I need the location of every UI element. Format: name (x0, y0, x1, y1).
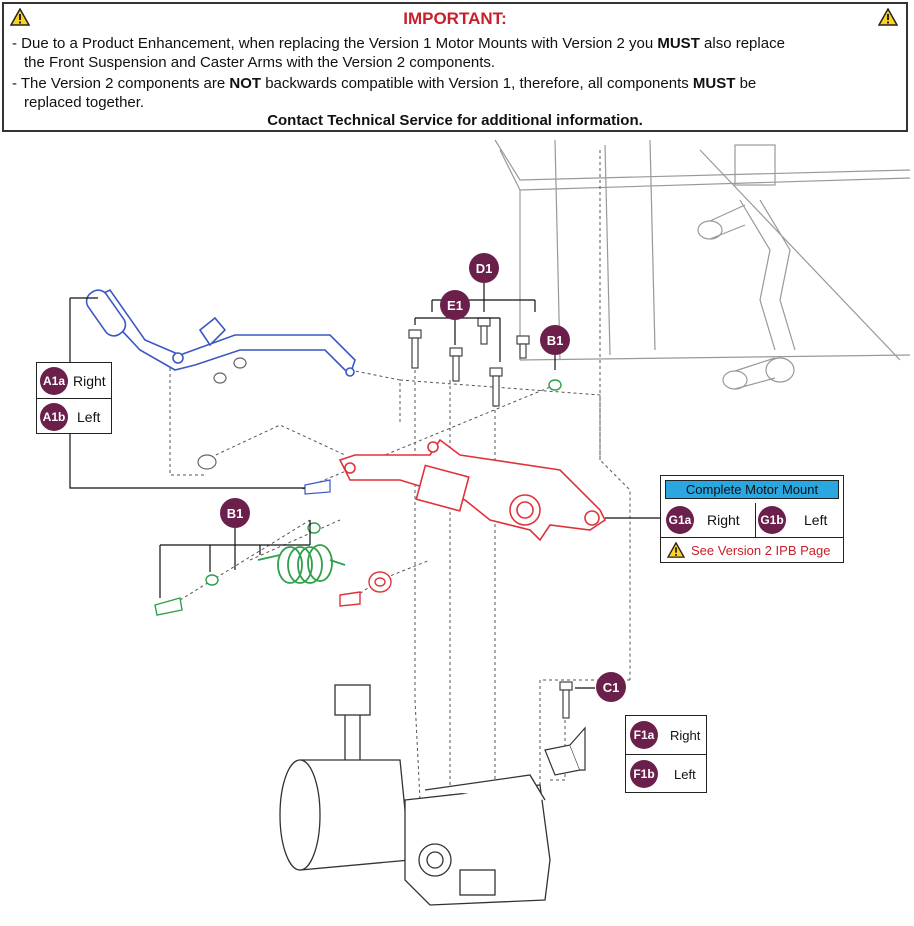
code-badge: F1b (630, 760, 658, 788)
leader-lines (69, 282, 662, 689)
motor-mount-red (338, 438, 607, 542)
red-hardware (339, 571, 392, 607)
row-label: Right (73, 372, 106, 389)
caster-fork-table: F1a Right F1b Left (625, 715, 707, 793)
notice-line-3: - The Version 2 components are NOT backw… (12, 75, 757, 92)
motor-mount-table: Complete Motor Mount G1a Right G1b Left … (660, 475, 844, 563)
notice-line-1: - Due to a Product Enhancement, when rep… (12, 35, 785, 52)
important-notice: IMPORTANT: - Due to a Product Enhancemen… (2, 2, 908, 132)
notice-line-2: the Front Suspension and Caster Arms wit… (24, 54, 496, 71)
caster-arm-table: A1a Right A1b Left (36, 362, 112, 434)
row-label: Right (670, 727, 701, 743)
callout-b1-top: B1 (540, 325, 570, 355)
drive-motor (279, 684, 551, 906)
warning-icon (667, 542, 685, 558)
caster-fork (544, 726, 586, 776)
mount-bolts (408, 317, 573, 719)
spring-green (257, 544, 346, 584)
chair-frame (494, 139, 911, 390)
code-badge: G1b (758, 506, 786, 534)
notice-footer: Contact Technical Service for additional… (267, 112, 643, 129)
warning-icon (878, 8, 898, 26)
code-badge: F1a (630, 721, 658, 749)
notice-line-4: replaced together. (24, 94, 145, 111)
blue-arm-hardware (197, 357, 331, 495)
row-label: Right (707, 512, 740, 528)
callout-e1: E1 (440, 290, 470, 320)
row-label: Left (77, 408, 101, 425)
code-badge: G1a (666, 506, 694, 534)
green-hardware (154, 379, 562, 616)
callout-c1: C1 (596, 672, 626, 702)
callout-d1: D1 (469, 253, 499, 283)
code-badge: A1b (40, 403, 68, 431)
row-label: Left (804, 512, 828, 528)
version-note: See Version 2 IPB Page (691, 542, 831, 558)
warning-icon (10, 8, 30, 26)
motor-mount-header: Complete Motor Mount (665, 480, 839, 499)
caster-arm-blue (85, 288, 356, 377)
code-badge: A1a (40, 367, 68, 395)
callout-b1-left: B1 (220, 498, 250, 528)
row-label: Left (674, 766, 696, 782)
notice-title: IMPORTANT: (403, 9, 507, 28)
